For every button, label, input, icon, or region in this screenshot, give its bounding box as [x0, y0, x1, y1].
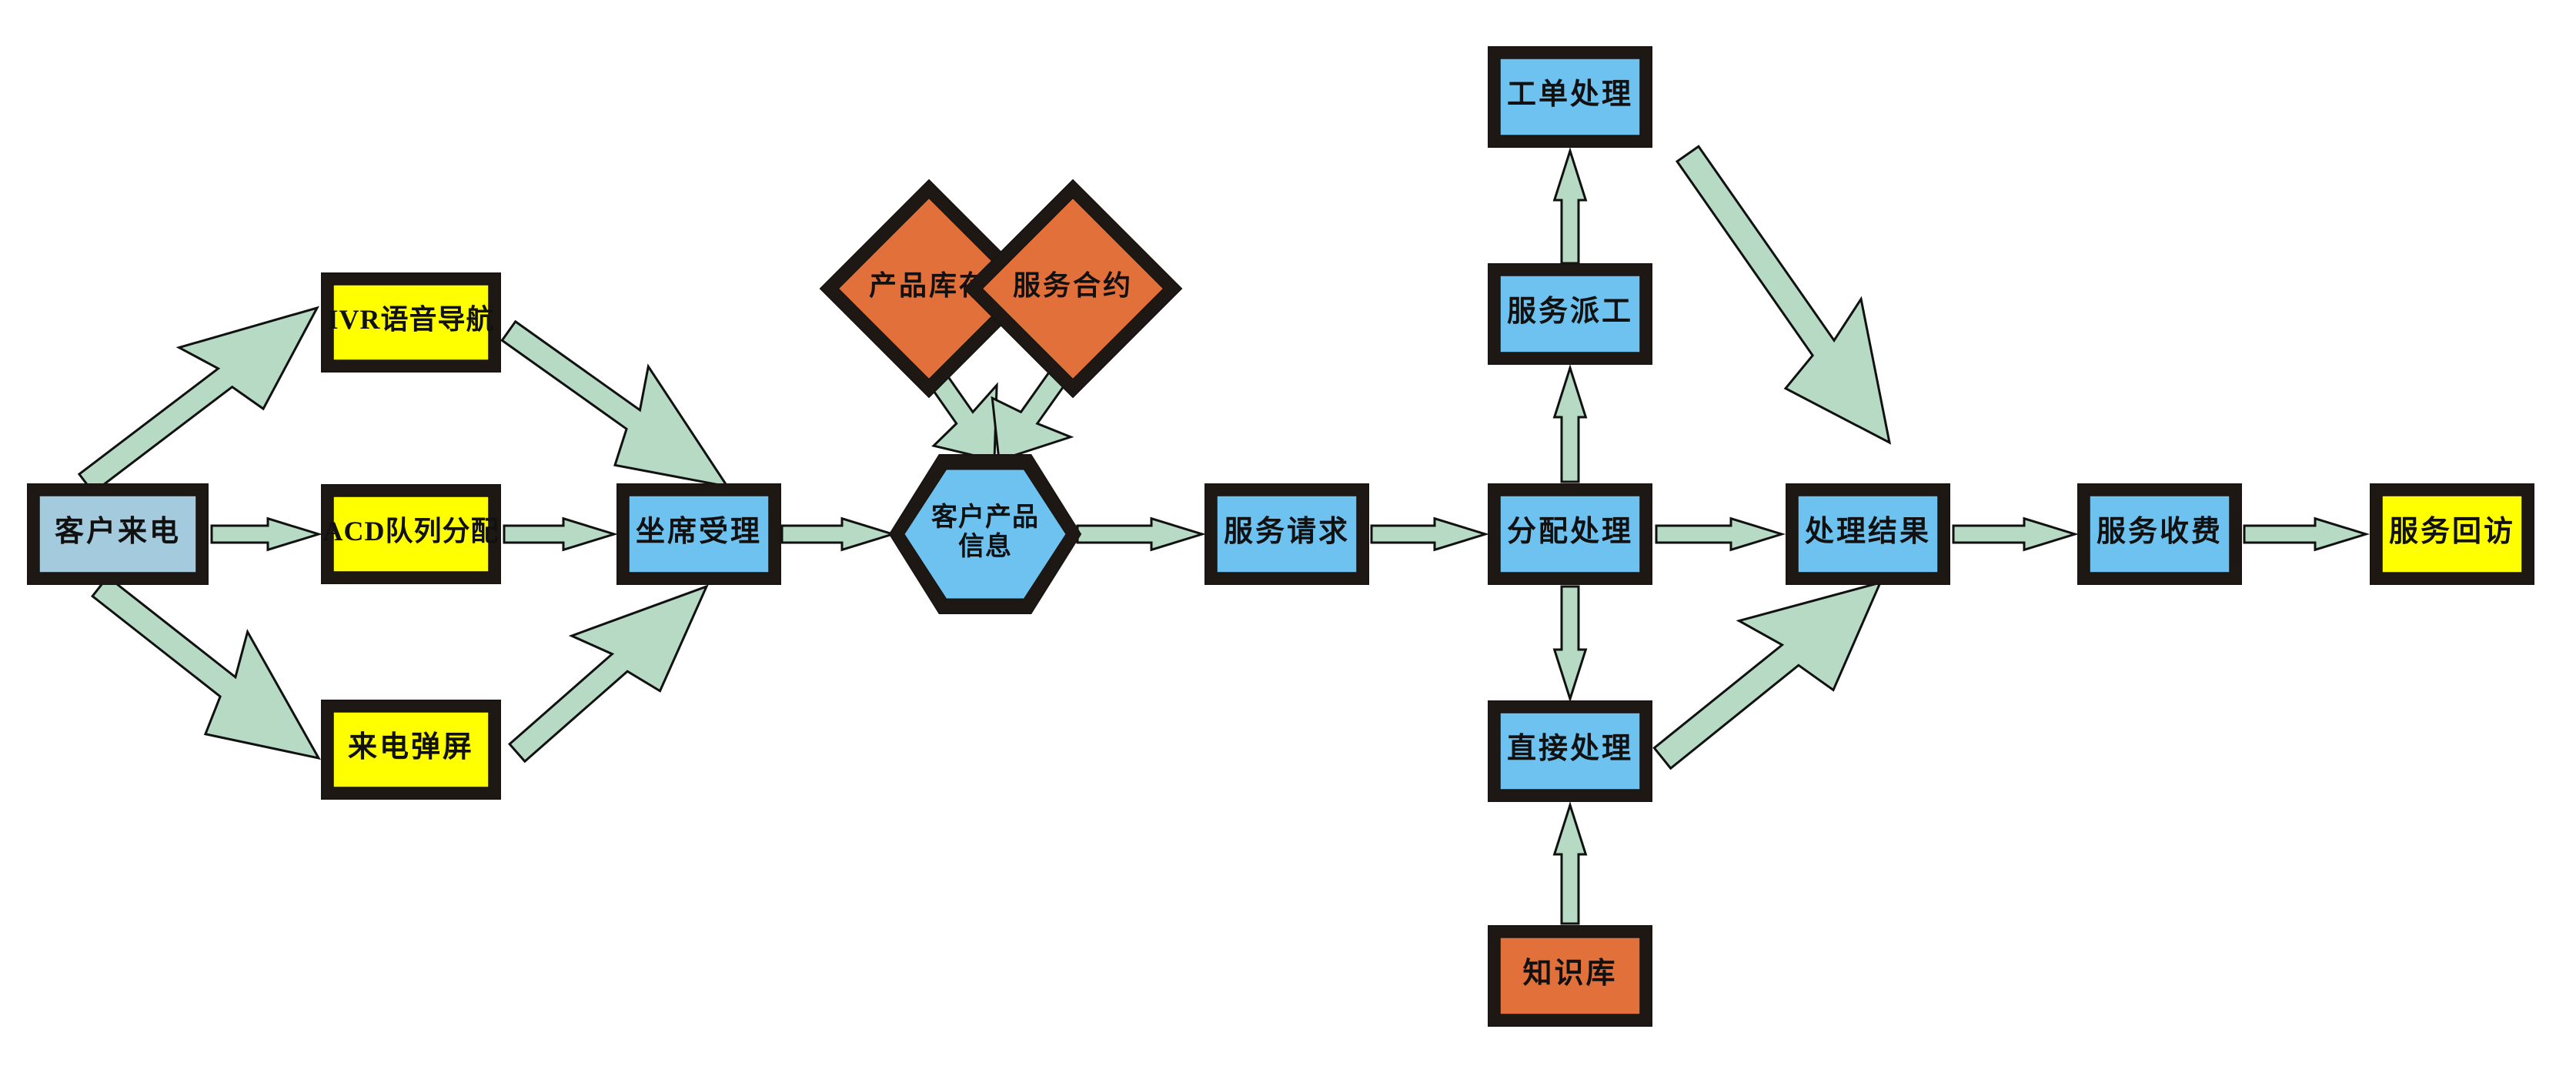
n-service-charge-fill — [2089, 495, 2230, 573]
n-dispatch-process-fill — [1499, 495, 1641, 573]
n-direct-process-label: 直接处理 — [1507, 733, 1633, 765]
n-agent-accept-label: 坐席受理 — [636, 516, 762, 548]
n-product-stock[interactable]: 产品库存 — [819, 179, 1039, 399]
n-customer-product-label: 客户产品信息 — [931, 502, 1039, 561]
edge-arrow-dispatch-process-to-process-result — [1655, 516, 1786, 552]
n-knowledge-base-fill — [1499, 937, 1641, 1015]
n-process-result[interactable]: 处理结果 — [1786, 483, 1950, 585]
n-customer-call[interactable]: 客户来电 — [27, 483, 209, 585]
n-acd-fill — [332, 496, 489, 573]
n-service-assign-label: 服务派工 — [1507, 296, 1633, 328]
n-direct-process[interactable]: 直接处理 — [1488, 700, 1652, 802]
n-service-assign-fill — [1499, 275, 1641, 353]
node-layer: 客户来电 IVR语音导航 ACD队列分配来电弹屏 坐席受理 产品库存服务合约客户产品信息… — [27, 46, 2534, 1027]
n-service-charge[interactable]: 服务收费 — [2077, 483, 2242, 585]
n-dispatch-process-label: 分配处理 — [1507, 516, 1633, 548]
n-acd-label: ACD队列分配 — [323, 516, 499, 546]
n-ivr-fill — [332, 284, 489, 361]
edge-arrow-dispatch-process-to-direct-process — [1552, 585, 1588, 703]
n-service-followup-label: 服务回访 — [2389, 516, 2515, 548]
edge-arrow-ivr-to-agent-accept — [500, 319, 730, 489]
n-ivr-label: IVR语音导航 — [327, 303, 494, 335]
n-agent-accept[interactable]: 坐席受理 — [616, 483, 781, 585]
n-screen-pop[interactable]: 来电弹屏 — [321, 700, 501, 800]
n-dispatch-process[interactable]: 分配处理 — [1488, 483, 1652, 585]
n-service-followup-fill — [2381, 495, 2523, 573]
n-customer-call-label: 客户来电 — [55, 515, 181, 548]
n-agent-accept-fill — [628, 495, 770, 573]
n-service-contract-fill — [981, 197, 1164, 380]
edge-arrow-agent-accept-to-customer-product — [780, 516, 897, 552]
edge-arrow-customer-call-to-screen-pop — [91, 575, 321, 760]
n-product-stock-fill — [837, 197, 1021, 380]
edge-arrow-customer-call-to-acd — [210, 516, 323, 552]
edge-arrow-direct-process-to-process-result — [1652, 580, 1883, 770]
edge-arrow-process-result-to-service-charge — [1952, 516, 2080, 552]
n-service-followup[interactable]: 服务回访 — [2370, 483, 2534, 585]
edge-arrow-service-assign-to-work-order — [1552, 147, 1588, 265]
edge-arrow-customer-call-to-ivr — [77, 306, 319, 495]
n-service-request-label: 服务请求 — [1224, 516, 1350, 548]
n-work-order[interactable]: 工单处理 — [1488, 46, 1652, 148]
edge-arrow-acd-to-agent-accept — [503, 516, 619, 552]
edge-layer — [77, 145, 2371, 925]
edge-arrow-knowledge-base-to-direct-process — [1552, 801, 1588, 925]
edge-arrow-customer-product-to-service-request — [1076, 516, 1207, 552]
n-service-charge-label: 服务收费 — [2097, 516, 2223, 548]
n-work-order-label: 工单处理 — [1507, 79, 1633, 111]
n-service-request[interactable]: 服务请求 — [1204, 483, 1369, 585]
edge-arrow-screen-pop-to-agent-accept — [507, 584, 709, 764]
n-acd[interactable]: ACD队列分配 — [321, 484, 501, 584]
n-customer-product[interactable]: 客户产品信息 — [888, 454, 1082, 614]
edge-arrow-dispatch-process-to-service-assign — [1552, 364, 1588, 483]
n-ivr[interactable]: IVR语音导航 — [321, 272, 501, 373]
n-service-request-fill — [1216, 495, 1358, 573]
n-process-result-label: 处理结果 — [1805, 516, 1931, 548]
n-service-contract-label: 服务合约 — [1013, 270, 1133, 301]
n-screen-pop-fill — [332, 711, 489, 788]
n-service-assign[interactable]: 服务派工 — [1488, 263, 1652, 365]
n-screen-pop-label: 来电弹屏 — [348, 731, 474, 764]
n-customer-product-fill — [903, 469, 1067, 600]
edge-arrow-service-charge-to-service-followup — [2243, 516, 2371, 552]
edge-arrow-service-request-to-dispatch-process — [1370, 516, 1490, 552]
n-customer-call-fill — [38, 495, 197, 573]
n-direct-process-fill — [1499, 712, 1641, 790]
n-knowledge-base[interactable]: 知识库 — [1488, 925, 1652, 1027]
n-process-result-fill — [1797, 495, 1939, 573]
edge-arrow-work-order-to-process-result — [1675, 145, 1892, 445]
n-knowledge-base-label: 知识库 — [1522, 957, 1617, 990]
n-service-contract[interactable]: 服务合约 — [963, 179, 1183, 399]
n-work-order-fill — [1499, 58, 1641, 136]
